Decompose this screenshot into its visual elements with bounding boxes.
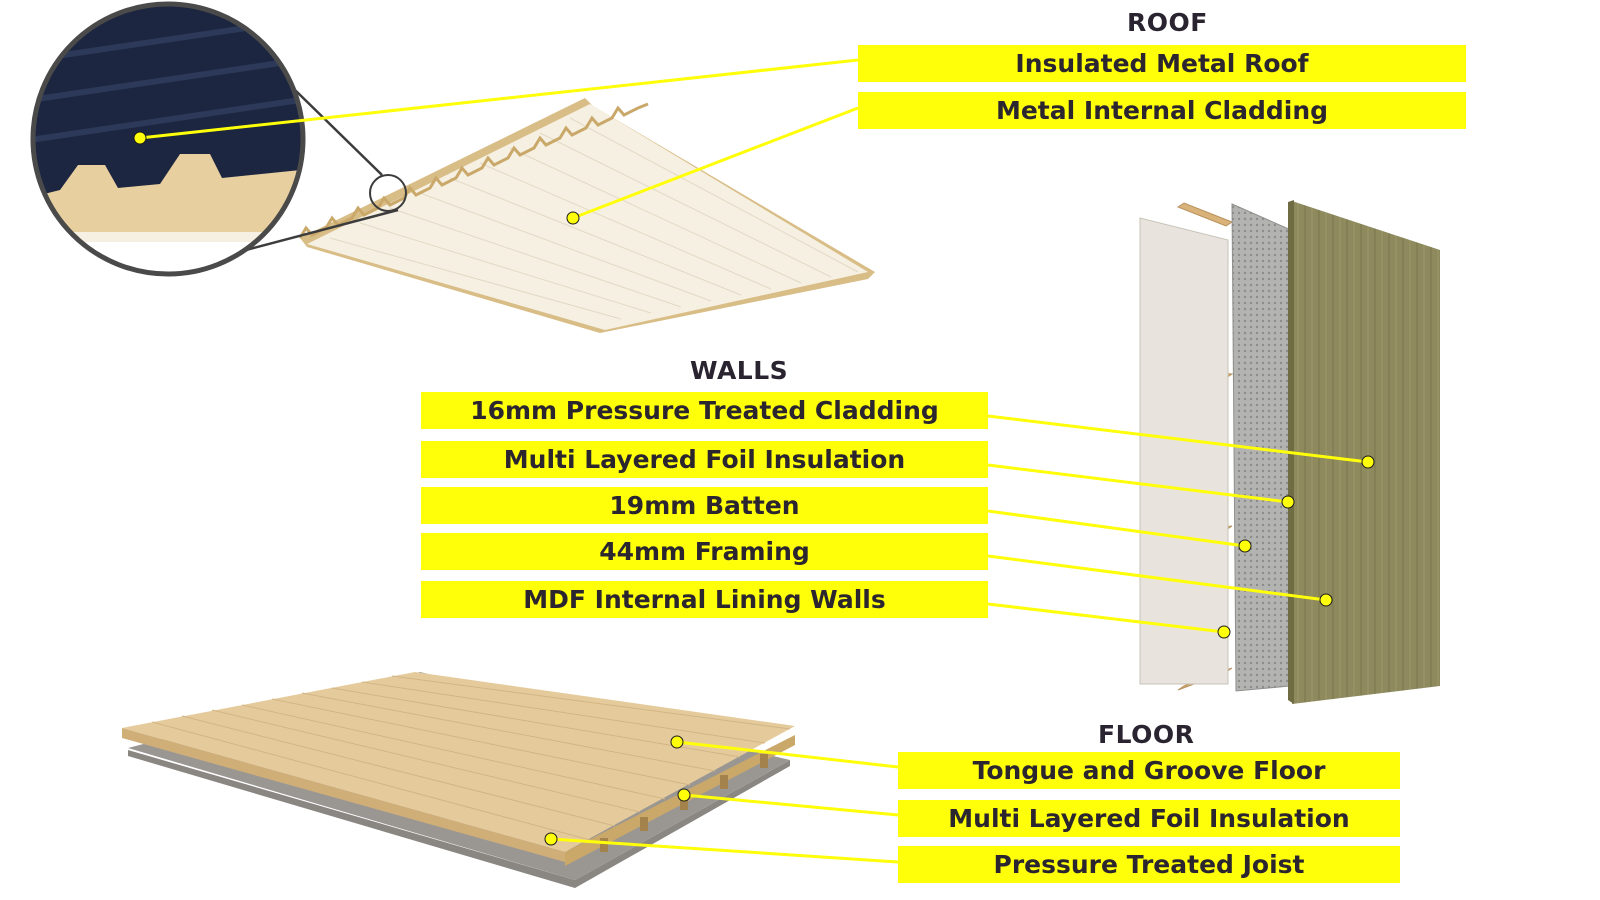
walls-title: WALLS <box>690 356 789 385</box>
leader-pt-cladding <box>987 414 1369 464</box>
wall-cladding <box>1292 201 1440 704</box>
label-pressure-treated-joist: Pressure Treated Joist <box>898 846 1400 883</box>
leader-wall-foil <box>987 463 1289 504</box>
roof-corrugation <box>298 102 649 239</box>
roof-detail-zoom <box>30 1 306 277</box>
label-tongue-and-groove-floor: Tongue and Groove Floor <box>898 752 1400 789</box>
floor-assembly <box>122 672 795 888</box>
roof-panel <box>298 98 875 333</box>
leader-mdf <box>987 602 1225 634</box>
leader-floor-foil <box>683 793 899 817</box>
floor-board-front-edge <box>122 728 565 862</box>
label-pressure-treated-cladding: 16mm Pressure Treated Cladding <box>421 392 988 429</box>
leader-metal-internal-cladding <box>572 106 859 220</box>
floor-joist-ends <box>600 754 768 852</box>
leader-lines <box>139 58 1369 864</box>
roof-zoom-target <box>369 174 407 212</box>
label-insulated-metal-roof: Insulated Metal Roof <box>858 45 1466 82</box>
label-19mm-batten: 19mm Batten <box>421 487 988 524</box>
wall-layers <box>1139 200 1440 704</box>
zoom-connectors <box>245 89 399 252</box>
floor-board-lines <box>151 675 791 841</box>
floor-boards <box>122 672 795 852</box>
label-metal-internal-cladding: Metal Internal Cladding <box>858 92 1466 129</box>
leader-joist <box>550 837 899 864</box>
leader-tongue-groove <box>676 740 899 769</box>
leader-insulated-metal-roof <box>139 58 859 140</box>
leader-dots <box>133 131 1375 846</box>
floor-title: FLOOR <box>1098 720 1195 749</box>
label-wall-foil-insulation: Multi Layered Foil Insulation <box>421 441 988 478</box>
floor-foil <box>128 750 790 888</box>
label-mdf-internal-lining: MDF Internal Lining Walls <box>421 581 988 618</box>
label-44mm-framing: 44mm Framing <box>421 533 988 570</box>
leader-batten <box>987 509 1246 548</box>
wall-mdf-lining <box>1139 217 1229 685</box>
leader-framing <box>987 554 1327 602</box>
roof-internal-cladding <box>307 104 868 330</box>
roof-cladding-ribs <box>329 117 859 320</box>
label-floor-foil-insulation: Multi Layered Foil Insulation <box>898 800 1400 837</box>
roof-title: ROOF <box>1127 8 1208 37</box>
